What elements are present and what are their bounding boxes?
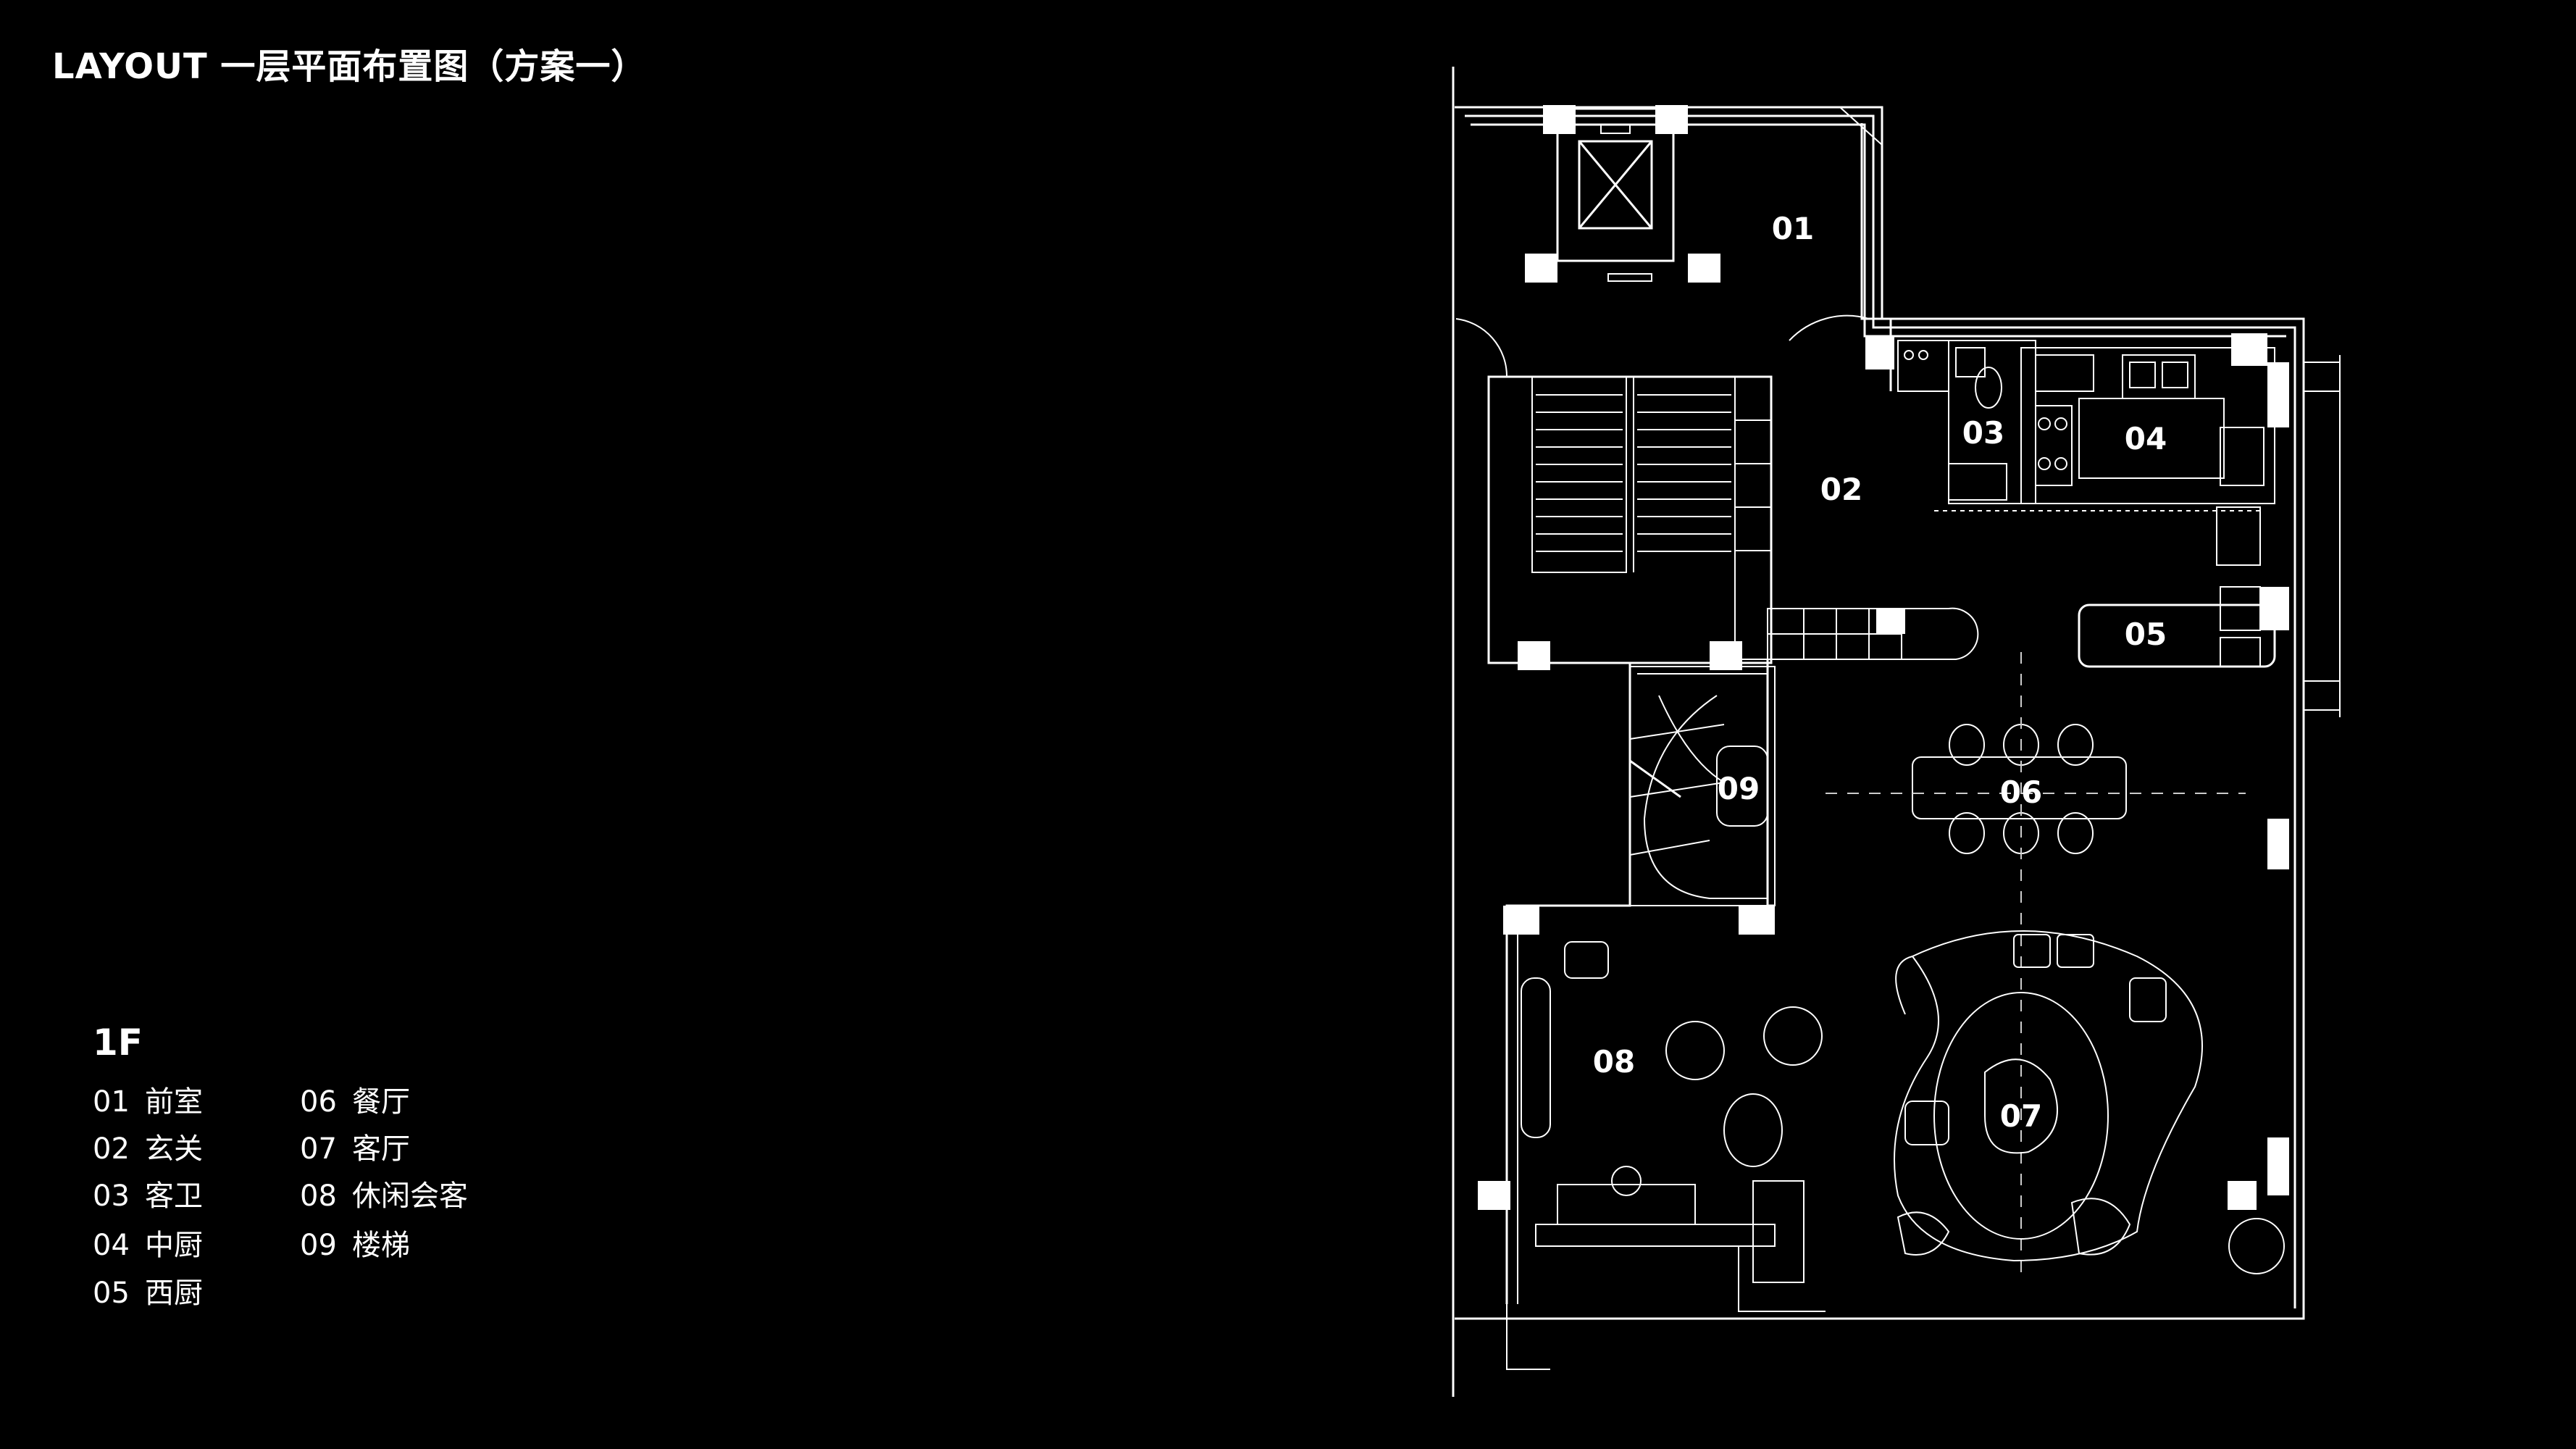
dining-chair bbox=[1949, 724, 1985, 766]
room-label-02: 02 bbox=[1820, 472, 1862, 507]
dining-chair bbox=[1949, 812, 1985, 854]
outer-walls bbox=[1452, 67, 2341, 1397]
elevator-shaft bbox=[1556, 107, 1675, 282]
room-label-06: 06 bbox=[2000, 774, 2042, 810]
room-label-04: 04 bbox=[2125, 421, 2167, 456]
room-label-01: 01 bbox=[1772, 211, 1814, 246]
lounge-furniture bbox=[1521, 941, 1823, 1247]
page-title: LAYOUT 一层平面布置图（方案一） bbox=[52, 46, 647, 87]
kitchen bbox=[2020, 347, 2275, 504]
legend-floor-label: 1F bbox=[93, 1022, 143, 1064]
dining-chair bbox=[2057, 812, 2094, 854]
living-sofa bbox=[1894, 930, 2203, 1262]
room-label-07: 07 bbox=[2000, 1098, 2042, 1134]
dining-chair bbox=[2057, 724, 2094, 766]
dining-table bbox=[1912, 756, 2127, 819]
room-label-09: 09 bbox=[1718, 771, 1760, 806]
room-label-08: 08 bbox=[1593, 1044, 1635, 1080]
room-label-03: 03 bbox=[1962, 415, 2004, 451]
main-staircase bbox=[1487, 375, 1773, 664]
island-counter bbox=[2078, 604, 2276, 668]
room-label-05: 05 bbox=[2125, 617, 2167, 652]
storage-bench bbox=[1767, 607, 1979, 660]
